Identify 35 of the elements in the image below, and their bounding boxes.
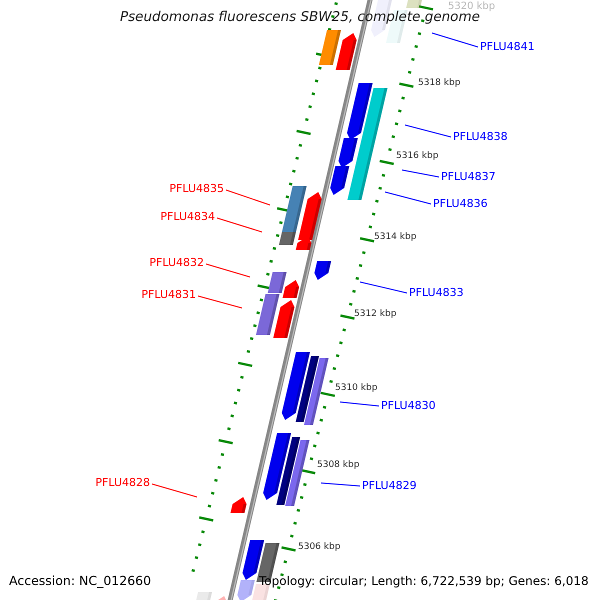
gene-label: PFLU4835 [169, 183, 224, 194]
leader-line [404, 124, 452, 138]
gene-label: PFLU4829 [362, 480, 417, 491]
gene-label: PFLU4828 [95, 477, 150, 488]
leader-line [432, 32, 478, 48]
leader-line [320, 482, 360, 486]
leader-line [198, 296, 242, 308]
leader-line [360, 282, 408, 294]
leader-line [206, 264, 250, 278]
gene-label: PFLU4836 [433, 198, 488, 209]
gene-label: PFLU4837 [441, 171, 496, 182]
gene-label: PFLU4833 [409, 287, 464, 298]
footer-text: Topology: circular; Length: 6,722,539 bp; Genes: 6,018 [259, 575, 589, 587]
scale-label: 5314 kbp [374, 232, 416, 242]
leader-line [152, 484, 198, 498]
leader-line [402, 170, 440, 178]
scale-label: 5316 kbp [396, 152, 438, 160]
leader-line [384, 192, 432, 204]
scale-label: 5318 kbp [418, 78, 460, 88]
leader-line [226, 190, 270, 206]
gene-label: PFLU4830 [381, 400, 436, 411]
gene-label: PFLU4832 [149, 257, 204, 268]
scale-label: 5306 kbp [298, 542, 340, 552]
gene-label: PFLU4838 [453, 131, 508, 142]
leader-line [216, 218, 262, 232]
scale-label: 5320 kbp [448, 2, 496, 12]
scale-label: 5308 kbp [317, 460, 360, 470]
scale-label: 5312 kbp [354, 310, 396, 318]
gene-label: PFLU4831 [141, 289, 196, 300]
scale-label: 5310 kbp [335, 384, 378, 392]
gene-label: PFLU4841 [480, 41, 535, 52]
footer-text: Accession: NC_012660 [9, 574, 152, 588]
title: Pseudomonas fluorescens SBW25, complete genome [120, 11, 480, 24]
leader-line [340, 402, 380, 406]
gene-label: PFLU4834 [160, 211, 215, 222]
